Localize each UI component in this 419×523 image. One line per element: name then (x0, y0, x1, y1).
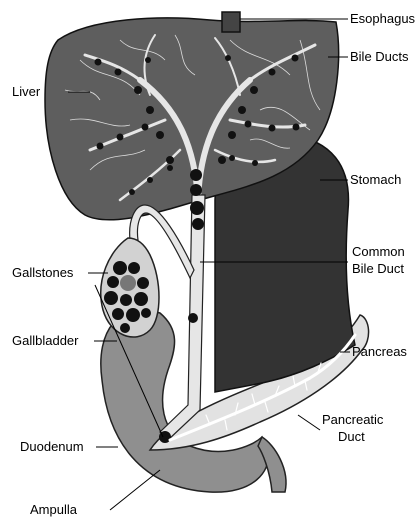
label-gallbladder: Gallbladder (12, 333, 79, 348)
label-ampulla: Ampulla (30, 502, 78, 517)
esophagus-shape (222, 12, 240, 32)
label-esophagus: Esophagus (350, 11, 416, 26)
label-duodenum: Duodenum (20, 439, 84, 454)
label-pancreatic-duct-2: Duct (338, 429, 365, 444)
label-pancreas: Pancreas (352, 344, 407, 359)
label-gallstones: Gallstones (12, 265, 74, 280)
label-pancreatic-duct-1: Pancreatic (322, 412, 384, 427)
label-bile-ducts: Bile Ducts (350, 49, 409, 64)
label-stomach: Stomach (350, 172, 401, 187)
label-liver: Liver (12, 84, 41, 99)
label-common-bile-duct-2: Bile Duct (352, 261, 404, 276)
label-common-bile-duct-1: Common (352, 244, 405, 259)
